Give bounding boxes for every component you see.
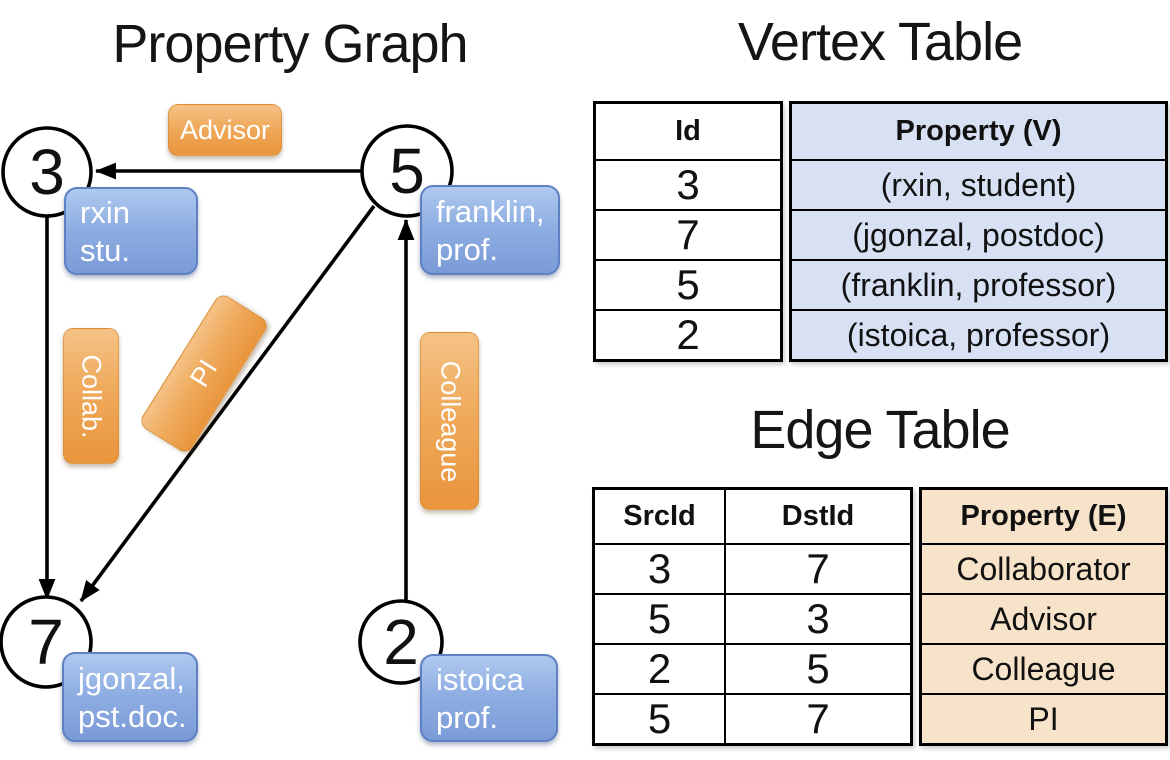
vertex-label-franklin-line1: franklin, xyxy=(436,194,545,229)
node-label-7: 7 xyxy=(28,606,64,678)
edge-label-advisor-text: Advisor xyxy=(179,114,271,145)
vertex-label-franklin-line2: prof. xyxy=(436,232,499,267)
edge-table: SrcId DstId 3 7 5 3 2 5 5 7 Property (E)… xyxy=(592,487,1168,746)
vertex-table-property-header: Property (V) xyxy=(792,104,1165,159)
edge-table-property-header: Property (E) xyxy=(922,490,1165,543)
edge-table-property-cell: Collaborator xyxy=(922,543,1165,593)
vertex-table-property-cell: (rxin, student) xyxy=(792,159,1165,209)
edge-table-property-cell: PI xyxy=(922,693,1165,743)
edge-table-property-cell: Colleague xyxy=(922,643,1165,693)
property-graph-title: Property Graph xyxy=(112,14,468,74)
edge-table-srcid-cell: 5 xyxy=(595,693,726,743)
vertex-table-id-column: Id 3 7 5 2 xyxy=(593,101,783,362)
vertex-label-jgonzal-line2: pst.doc. xyxy=(78,699,187,734)
edge-label-colleague-text: Colleague xyxy=(435,360,465,482)
vertex-label-jgonzal: jgonzal, pst.doc. xyxy=(62,652,198,742)
edge-table-srcid-header: SrcId xyxy=(595,490,726,543)
edge-line-pi-5-to-7 xyxy=(79,204,376,603)
edge-table-dstid-header: DstId xyxy=(781,500,855,532)
edge-table-srcid-cell: 5 xyxy=(595,593,726,643)
vertex-label-rxin-line1: rxin xyxy=(80,195,130,230)
node-label-2: 2 xyxy=(383,606,419,678)
vertex-table-property-column: Property (V) (rxin, student) (jgonzal, p… xyxy=(789,101,1168,362)
edge-label-colleague: Colleague xyxy=(420,332,479,510)
edge-table-id-columns: SrcId DstId 3 7 5 3 2 5 5 7 xyxy=(592,487,913,746)
node-label-5: 5 xyxy=(389,135,425,207)
edge-table-dstid-cell: 7 xyxy=(726,693,910,743)
edge-label-collab: Collab. xyxy=(63,328,119,464)
edge-table-dstid-cell: 7 xyxy=(726,543,910,593)
vertex-table-id-cell: 2 xyxy=(596,309,780,359)
edge-table-property-column: Property (E) Collaborator Advisor Collea… xyxy=(919,487,1168,746)
vertex-label-jgonzal-line1: jgonzal, xyxy=(78,661,185,696)
vertex-label-rxin-line2: stu. xyxy=(80,233,130,268)
vertex-table: Id 3 7 5 2 Property (V) (rxin, student) … xyxy=(593,101,1168,362)
vertex-table-id-header: Id xyxy=(675,115,701,147)
edge-table-dstid-cell: 3 xyxy=(726,593,910,643)
edge-label-pi-text: PI xyxy=(184,354,224,393)
vertex-table-property-cell: (franklin, professor) xyxy=(792,259,1165,309)
vertex-table-title: Vertex Table xyxy=(737,12,1023,72)
edge-table-dstid-cell: 5 xyxy=(726,643,910,693)
vertex-table-id-cell: 5 xyxy=(596,259,780,309)
edge-table-srcid-cell: 3 xyxy=(595,543,726,593)
vertex-table-property-cell: (istoica, professor) xyxy=(792,309,1165,359)
edge-table-property-cell: Advisor xyxy=(922,593,1165,643)
vertex-label-istoica-line1: istoica xyxy=(436,662,524,697)
vertex-table-id-cell: 3 xyxy=(596,159,780,209)
vertex-label-franklin: franklin, prof. xyxy=(420,185,560,275)
vertex-label-istoica-line2: prof. xyxy=(436,700,499,735)
vertex-table-property-cell: (jgonzal, postdoc) xyxy=(792,209,1165,259)
vertex-label-rxin: rxin stu. xyxy=(64,187,198,275)
edge-label-advisor: Advisor xyxy=(168,104,282,156)
edge-table-title: Edge Table xyxy=(750,400,1010,460)
vertex-table-id-cell: 7 xyxy=(596,209,780,259)
edge-label-collab-text: Collab. xyxy=(76,353,107,439)
edge-table-srcid-cell: 2 xyxy=(595,643,726,693)
node-label-3: 3 xyxy=(29,136,65,208)
vertex-label-istoica: istoica prof. xyxy=(420,654,558,742)
